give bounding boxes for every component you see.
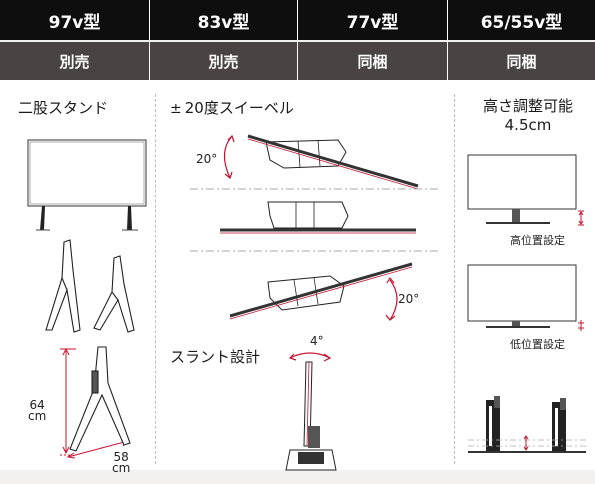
swivel-guide-line-2 [190,250,440,252]
model-77: 77v型 [298,0,448,40]
depth-unit: cm [112,461,131,475]
high-position-label: 高位置設定 [510,234,565,247]
swivel-angle-top: 20° [196,152,218,166]
slant-angle: 4° [310,334,324,348]
status-83: 別売 [150,42,298,80]
model-65-55: 65/55v型 [480,12,563,33]
plus-minus-sign: ± [170,101,182,117]
stand-dimension-illustration [60,346,131,459]
slant-title: スラント設計 [170,348,261,366]
height-value: 64 [29,398,45,412]
height-dimension-label: 64 cm [28,398,47,423]
swivel-left-illustration [223,134,419,190]
model-97: 97v型 [0,0,150,40]
low-position-illustration [467,264,584,331]
swivel-title: ±20度スイーベル [170,97,294,118]
status-77: 同梱 [298,42,448,80]
swivel-title-text: 20度スイーベル [184,99,294,117]
column-divider-1 [155,94,156,464]
slant-side-illustration [285,352,337,471]
bipod-stand-title: 二股スタンド [18,99,109,117]
swivel-right-illustration [229,262,413,321]
swivel-guide-line-1 [190,188,440,190]
low-position-label: 低位置設定 [510,338,565,351]
swivel-angle-bottom: 20° [398,292,420,306]
model-83: 83v型 [150,0,298,40]
depth-value: 58 [113,450,129,464]
tv-front-illustration [27,139,147,231]
column-divider-2 [454,94,455,464]
model-header-row: 97v型 83v型 77v型 65/55v型 [0,0,595,40]
height-adjust-title-line2: 4.5cm [504,116,552,134]
height-adjust-title: 高さ調整可能 4.5cm [468,97,588,135]
swivel-center-illustration [220,201,416,234]
status-65-55: 同梱 [506,52,537,71]
height-adjust-title-line1: 高さ調整可能 [482,97,573,115]
stand-status-row: 別売 別売 同梱 同梱 [0,42,595,80]
bottom-strip [0,470,595,484]
height-mechanism-illustration [468,396,586,453]
height-unit: cm [28,409,47,423]
status-97: 別売 [0,42,150,80]
high-position-illustration [467,154,584,226]
stand-legs-illustration [45,239,135,333]
depth-dimension-label: 58 cm [112,450,131,475]
